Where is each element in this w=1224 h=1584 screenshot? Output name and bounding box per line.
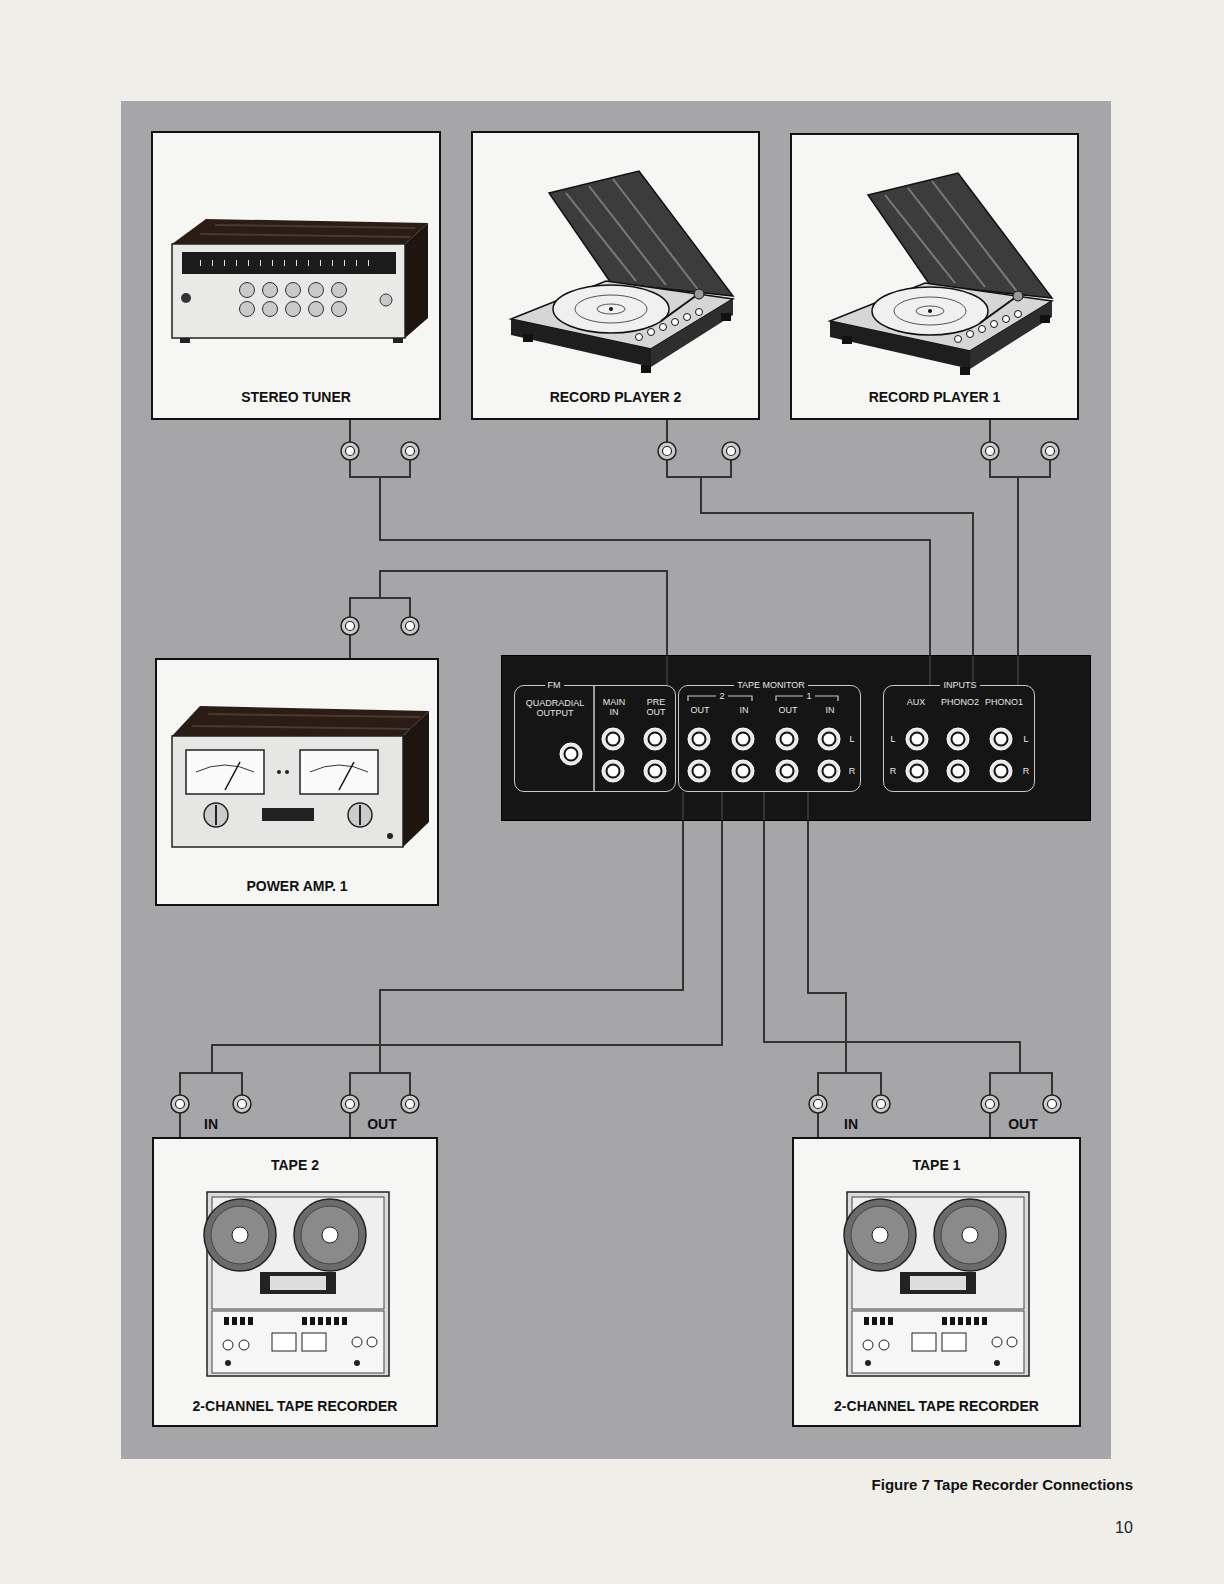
cable [350,792,683,1137]
panel-label: OUT [691,706,710,716]
panel-label: 1 [803,692,814,702]
device-label: RECORD PLAYER 1 [869,389,1001,405]
device-label: TAPE 2 [271,1157,319,1173]
panel-label: L [890,735,895,745]
device-box: TAPE 2 2-CHANNEL TAPE RECORDER [152,1137,438,1427]
device-label: TAPE 1 [913,1157,961,1173]
device-label: 2-CHANNEL TAPE RECORDER [834,1398,1039,1414]
cable [808,792,846,1137]
cable [180,792,722,1137]
figure-caption: Figure 7 Tape Recorder Connections [872,1476,1133,1494]
device-box: RECORD PLAYER 1 [790,133,1079,420]
panel-label: PHONO2 [941,698,979,708]
cable [667,420,973,685]
device-label: POWER AMP. 1 [246,878,347,894]
panel-label: PRE OUT [641,698,671,718]
panel-label: R [890,767,897,777]
panel-label: OUT [779,706,798,716]
jack-label: OUT [1008,1117,1038,1132]
panel-label: IN [826,706,835,716]
device-box: TAPE 1 2-CHANNEL TAPE RECORDER [792,1137,1081,1427]
cable [764,792,1020,1137]
jack-label: IN [204,1117,218,1132]
panel-section: INPUTSAUXPHONO2PHONO1LRLR [883,685,1035,792]
panel-label: L [1023,735,1028,745]
panel-section: FMQUADRADIAL OUTPUTMAIN INPRE OUT [514,685,676,792]
device-box: STEREO TUNER [151,131,441,420]
panel-label: MAIN IN [599,698,629,718]
panel-label: TAPE MONITOR [734,681,808,691]
device-label: 2-CHANNEL TAPE RECORDER [193,1398,398,1414]
device-label: RECORD PLAYER 2 [550,389,682,405]
panel-label: INPUTS [940,681,979,691]
device-box: RECORD PLAYER 2 [471,131,760,420]
device-box: POWER AMP. 1 [155,658,439,906]
device-label: STEREO TUNER [241,389,351,405]
panel-label: L [849,735,854,745]
cable [350,420,930,685]
cable [350,571,667,685]
panel-label: IN [740,706,749,716]
control-panel: FM QUADRADIAL OUTPUT MAIN IN PRE OUT TAPE MO… [501,655,1091,821]
jack-label: OUT [367,1117,397,1132]
panel-label: R [849,767,856,777]
panel-label: FM [545,681,564,691]
panel-section: TAPE MONITOR2OUTIN1OUTINLR [678,685,861,792]
page-number: 10 [1115,1518,1133,1537]
panel-label: 2 [716,692,727,702]
panel-label: AUX [907,698,926,708]
panel-label: QUADRADIAL OUTPUT [518,699,592,719]
panel-label: R [1023,767,1030,777]
jack-label: IN [844,1117,858,1132]
panel-label: PHONO1 [985,698,1023,708]
